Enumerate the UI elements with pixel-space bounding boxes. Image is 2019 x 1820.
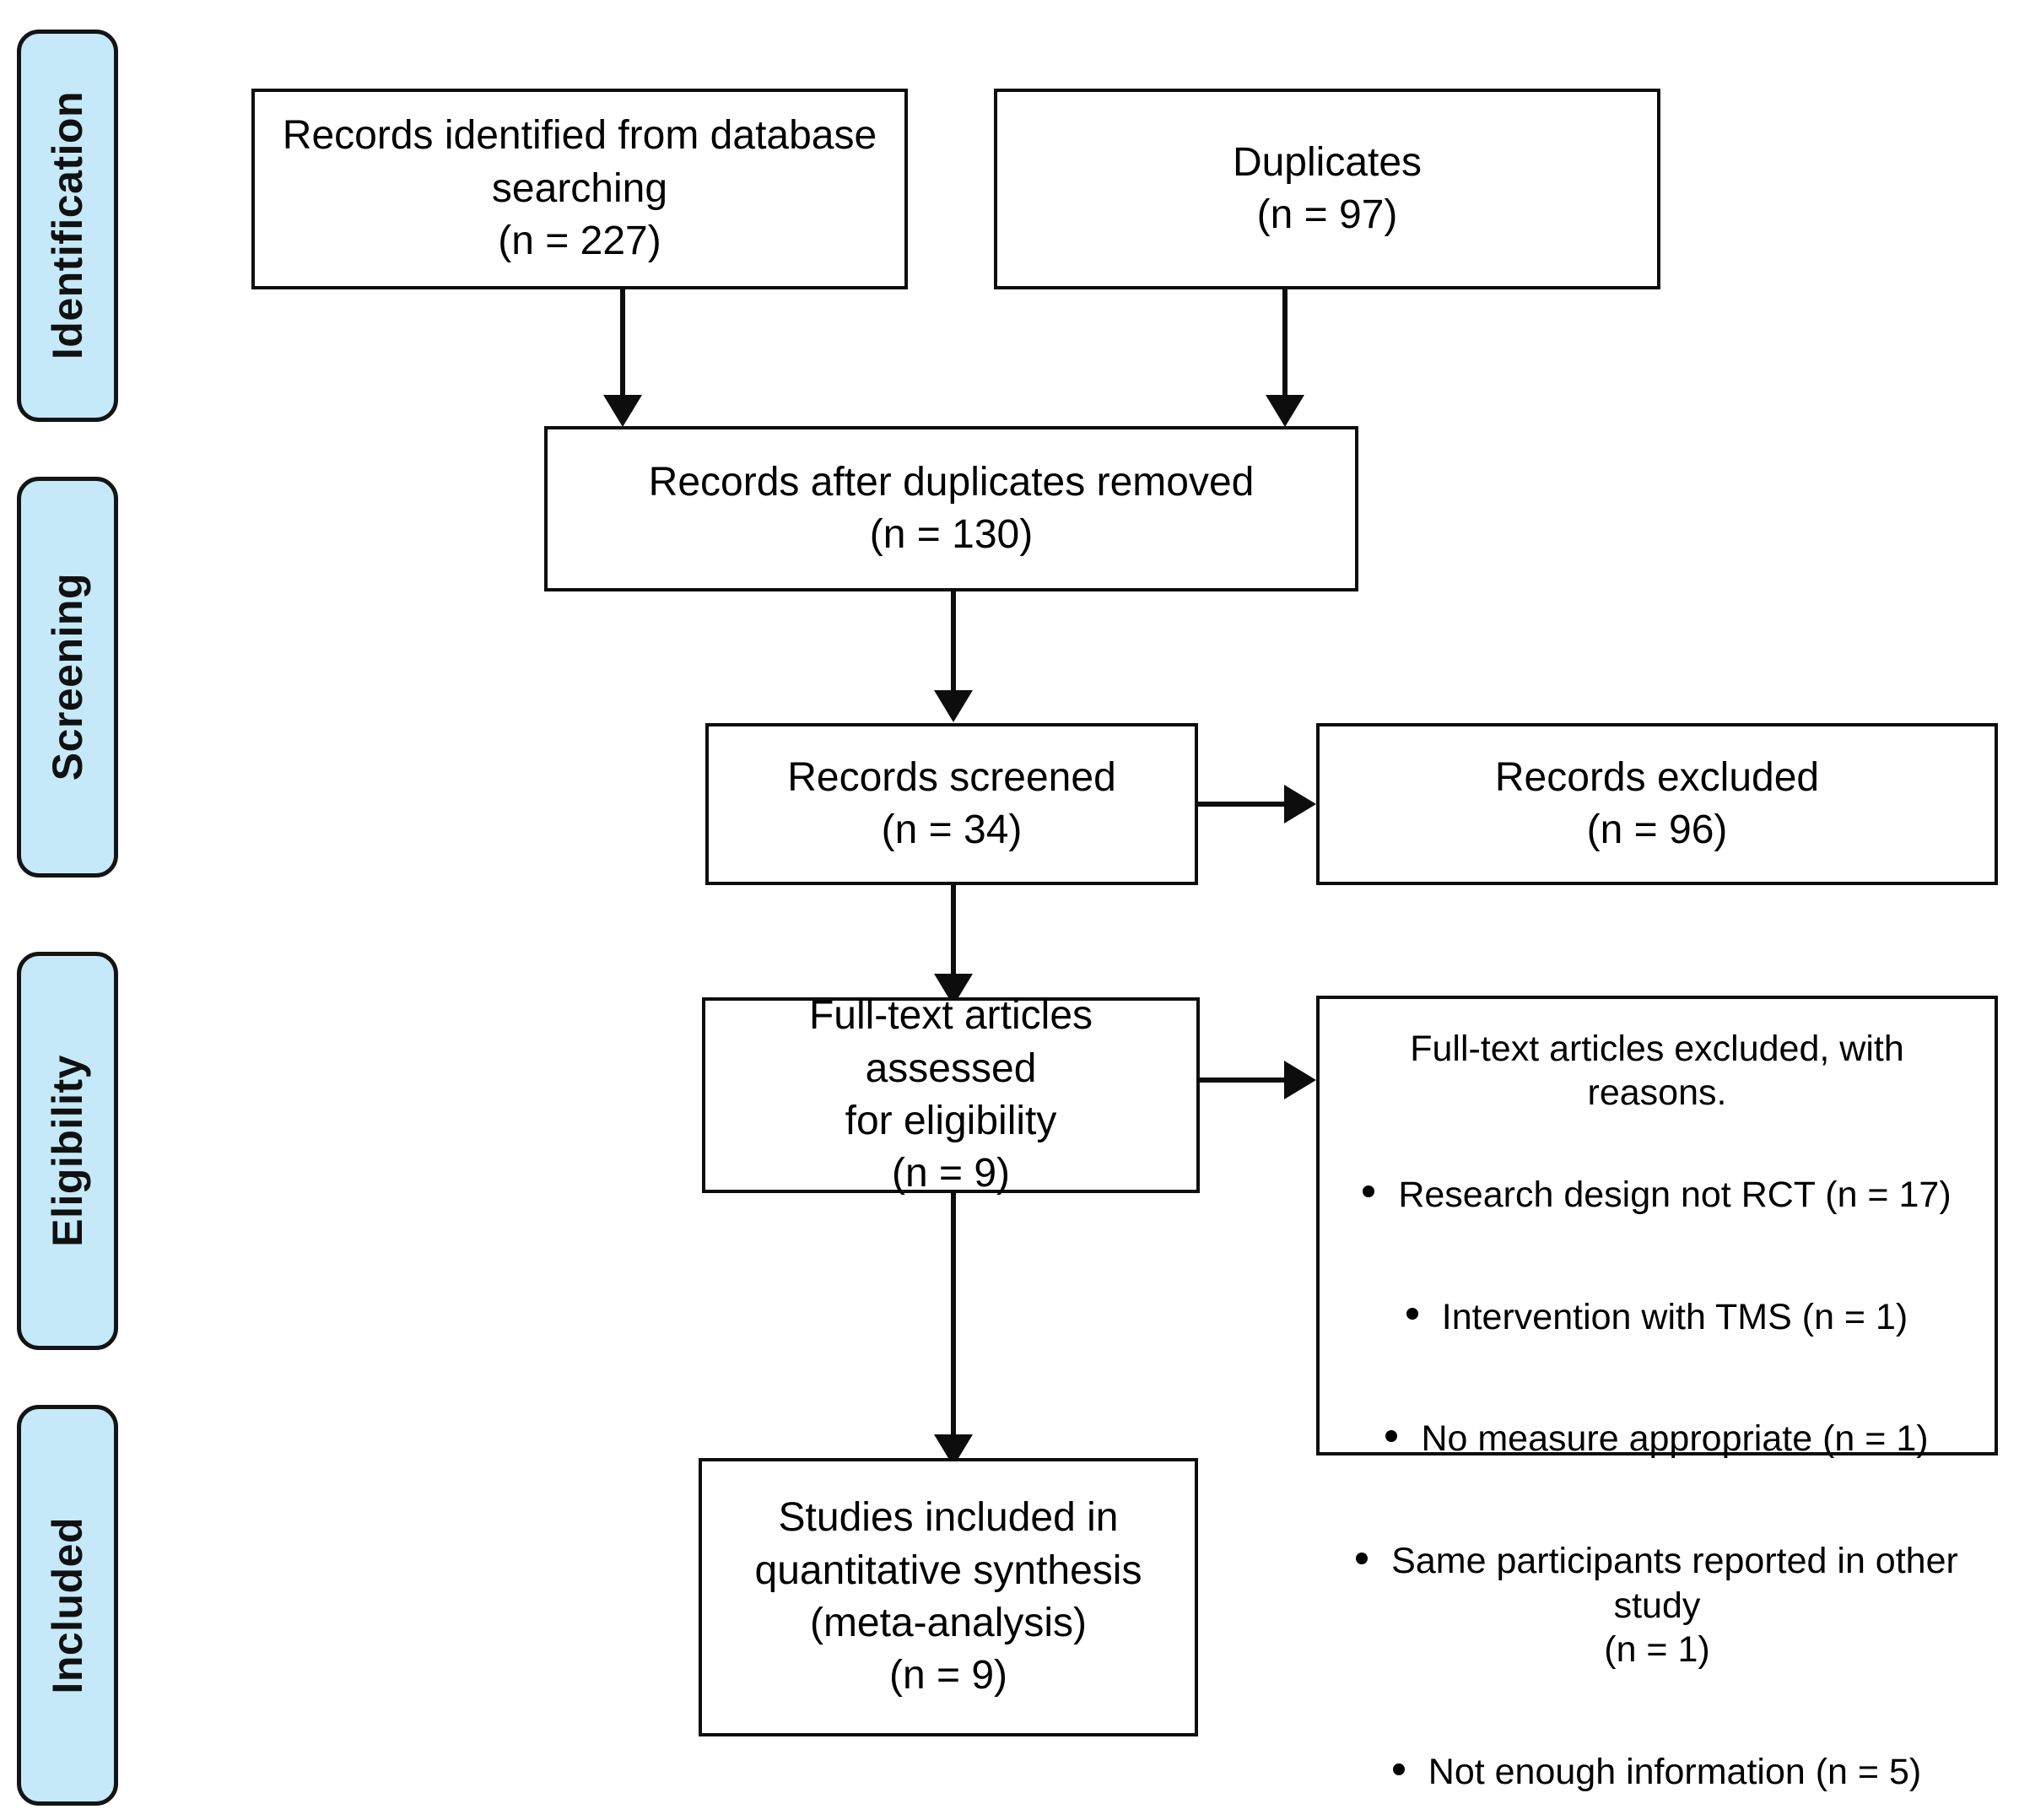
box-records-excluded-text: Records excluded (n = 96): [1494, 754, 1820, 852]
list-item: No measure appropriate (n = 1): [1342, 1373, 1973, 1461]
bullet-icon: [1363, 1185, 1375, 1198]
phase-label-eligibility-text: Eligibility: [44, 1055, 91, 1247]
bullet-icon: [1385, 1430, 1398, 1443]
phase-label-included-text: Included: [44, 1516, 91, 1694]
box-records-after-duplicates-removed-text: Records after duplicates removed (n = 13…: [648, 459, 1255, 557]
fulltext-excluded-title: Full-text articles excluded, with reason…: [1410, 1029, 1904, 1113]
arrowhead-fulltext-to-reasons: [1284, 1061, 1316, 1099]
list-item: Not enough information (n = 5): [1342, 1706, 1973, 1795]
list-item: Same participants reported in other stud…: [1342, 1495, 1973, 1672]
box-records-after-duplicates-removed: Records after duplicates removed (n = 13…: [544, 426, 1358, 591]
box-records-screened-text: Records screened (n = 34): [787, 754, 1116, 852]
bullet-icon: [1392, 1763, 1405, 1775]
box-studies-included: Studies included in quantitative synthes…: [699, 1458, 1198, 1736]
phase-label-screening-text: Screening: [44, 573, 91, 781]
arrowhead-identified-to-after-duplicates: [603, 395, 642, 427]
connector-after-duplicates-to-screened: [951, 591, 956, 694]
phase-label-identification: Identification: [17, 30, 118, 422]
bullet-icon: [1356, 1553, 1368, 1564]
arrowhead-screened-to-excluded: [1284, 785, 1316, 824]
connector-identified-to-after-duplicates: [620, 289, 625, 399]
list-item-text: No measure appropriate (n = 1): [1421, 1418, 1929, 1460]
list-item-text: Same participants reported in other stud…: [1391, 1541, 1958, 1671]
connector-screened-to-excluded: [1198, 802, 1289, 807]
box-duplicates-text: Duplicates (n = 97): [1232, 139, 1422, 237]
box-studies-included-text: Studies included in quantitative synthes…: [754, 1495, 1142, 1698]
phase-label-included: Included: [17, 1405, 118, 1806]
connector-duplicates-to-after-duplicates: [1282, 289, 1288, 399]
box-fulltext-assessed: Full-text articles assessed for eligibil…: [702, 993, 1200, 1196]
list-item-text: Research design not RCT (n = 17): [1398, 1174, 1952, 1215]
arrowhead-duplicates-to-after-duplicates: [1266, 395, 1304, 427]
bullet-icon: [1406, 1308, 1418, 1320]
list-item: Intervention with TMS (n = 1): [1342, 1250, 1973, 1339]
phase-label-identification-text: Identification: [44, 91, 91, 360]
connector-fulltext-to-included: [951, 1193, 956, 1441]
phase-label-eligibility: Eligibility: [17, 952, 118, 1350]
list-item-text: Not enough information (n = 5): [1428, 1752, 1922, 1793]
connector-screened-to-fulltext: [951, 885, 956, 980]
box-fulltext-excluded-reasons: Full-text articles excluded, with reason…: [1316, 996, 1998, 1792]
connector-fulltext-to-reasons: [1200, 1077, 1289, 1083]
list-item: Research design not RCT (n = 17): [1342, 1128, 1973, 1217]
fulltext-excluded-list: Research design not RCT (n = 17) Interve…: [1342, 1128, 1973, 1794]
phase-label-screening: Screening: [17, 477, 118, 878]
box-records-excluded: Records excluded (n = 96): [1316, 723, 1998, 885]
box-records-screened: Records screened (n = 34): [705, 723, 1198, 885]
box-fulltext-assessed-text: Full-text articles assessed for eligibil…: [808, 993, 1093, 1196]
arrowhead-after-duplicates-to-screened: [934, 690, 973, 722]
box-records-identified: Records identified from database searchi…: [251, 89, 908, 289]
box-duplicates: Duplicates (n = 97): [994, 89, 1660, 289]
list-item-text: Intervention with TMS (n = 1): [1441, 1296, 1908, 1337]
box-records-identified-text: Records identified from database searchi…: [282, 113, 877, 264]
